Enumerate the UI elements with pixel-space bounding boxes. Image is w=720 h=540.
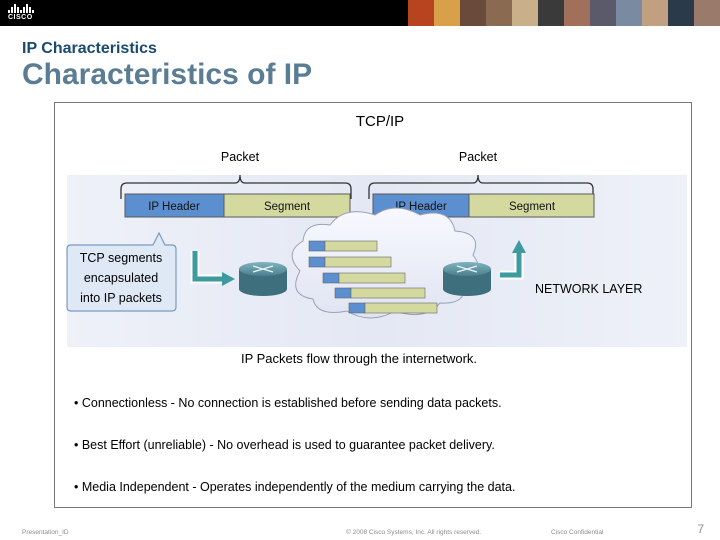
arrow-head-up-icon [512,240,526,253]
packet-label-right: Packet [459,150,498,164]
segment-box-left [223,193,351,218]
bullet-media-independent: • Media Independent - Operates independe… [74,480,516,494]
packet-label-left: Packet [221,150,260,164]
router-left-icon [239,262,287,296]
callout-line-3: into IP packets [80,291,162,305]
network-layer-label: NETWORK LAYER [535,282,642,296]
arrow-into-router-icon [192,251,225,282]
top-banner: CISCO [0,0,720,26]
footer-copyright: © 2008 Cisco Systems, Inc. All rights re… [346,529,482,536]
packet-brace-right [368,174,594,199]
callout-line-2: encapsulated [84,271,158,285]
segment-label-right: Segment [509,201,556,213]
diagram-caption: IP Packets flow through the internetwork… [241,351,477,366]
footer-presentation-id: Presentation_ID [22,529,69,536]
cisco-logo: CISCO [8,4,42,22]
tcpip-diagram: TCP/IP Packet Packet IP Header Segment I… [66,113,687,366]
callout-line-1: TCP segments [80,251,162,265]
people-photo-strip [408,0,720,26]
section-title: IP Characteristics [22,40,157,57]
router-right-icon [443,262,491,296]
arrow-out-of-router-icon [500,251,522,278]
segment-label-left: Segment [264,201,311,213]
packet-brace-left [120,174,352,199]
packet-flow-stack [308,240,438,314]
diagram-frame: TCP/IP Packet Packet IP Header Segment I… [54,102,692,508]
bullet-best-effort: • Best Effort (unreliable) - No overhead… [74,438,495,452]
footer-confidential: Cisco Confidential [551,529,604,536]
bullet-connectionless: • Connectionless - No connection is esta… [74,396,502,410]
cisco-logo-text: CISCO [8,14,33,21]
ip-header-label-left: IP Header [148,201,200,213]
arrow-head-right-icon [222,272,235,286]
page-title: Characteristics of IP [22,58,313,91]
cisco-logo-bars-icon [8,4,42,13]
callout-bubble [66,231,177,312]
segment-box-right [468,193,595,218]
page-number: 7 [697,522,704,536]
diagram-title: TCP/IP [356,113,404,130]
